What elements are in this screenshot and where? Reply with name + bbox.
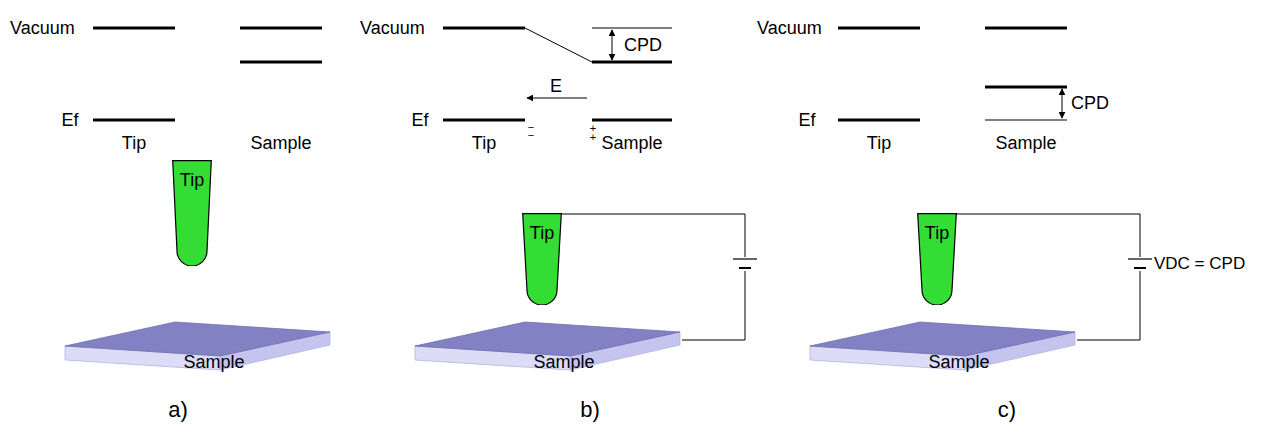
battery-symbol — [1128, 257, 1152, 271]
charge-sign: + — [590, 132, 596, 143]
level-name: Ef — [61, 110, 78, 131]
sample-slab: Sample — [809, 320, 1077, 372]
vacuum-level — [838, 27, 920, 30]
sample-slab: Sample — [414, 320, 682, 372]
vacuum-slope — [525, 28, 592, 62]
panel-part-name: Sample — [995, 133, 1056, 154]
vacuum-level — [93, 27, 175, 30]
probe-tip: Tip — [917, 213, 957, 305]
probe-tip: Tip — [172, 160, 212, 266]
tip-label: Tip — [530, 223, 554, 244]
cpd-label: CPD — [624, 35, 662, 56]
vacuum-level — [443, 27, 525, 30]
fermi-level — [443, 119, 525, 122]
vacuum-level — [240, 27, 322, 30]
fermi-level — [93, 119, 175, 122]
panel-part-name: Sample — [601, 133, 662, 154]
sample-label: Sample — [533, 352, 594, 373]
fermi-level — [240, 61, 322, 64]
level-name: Vacuum — [10, 18, 75, 39]
tip-label: Tip — [925, 223, 949, 244]
level-name: Ef — [798, 110, 815, 131]
level-name: Vacuum — [360, 18, 425, 39]
panel-part-name: Tip — [472, 133, 496, 154]
panel-part-name: Tip — [122, 133, 146, 154]
cpd-arrow — [612, 30, 613, 60]
level-name: Vacuum — [757, 18, 822, 39]
panel-letter: a) — [168, 397, 188, 422]
panel-part-name: Tip — [867, 133, 891, 154]
sample-label: Sample — [928, 352, 989, 373]
field-label: E — [550, 76, 562, 97]
panel-letter: c) — [998, 397, 1016, 422]
reference-line — [592, 28, 672, 29]
cpd-label: CPD — [1071, 93, 1109, 114]
fermi-level — [838, 119, 920, 122]
wire — [561, 214, 745, 340]
reference-line — [985, 120, 1067, 121]
fermi-level — [592, 119, 672, 122]
fermi-level — [985, 86, 1067, 89]
voltage-label: VDC = CPD — [1154, 254, 1245, 274]
panel-part-name: Sample — [250, 133, 311, 154]
charge-sign: − — [528, 130, 534, 141]
cpd-arrow — [1062, 89, 1063, 118]
sample-label: Sample — [183, 352, 244, 373]
probe-tip: Tip — [522, 213, 562, 305]
panel-letter: b) — [580, 397, 600, 422]
wire — [956, 214, 1140, 340]
battery-symbol — [733, 257, 757, 271]
field-arrow — [527, 98, 587, 99]
vacuum-level — [592, 61, 672, 64]
vacuum-level — [985, 27, 1067, 30]
tip-label: Tip — [180, 170, 204, 191]
level-name: Ef — [411, 110, 428, 131]
sample-slab: Sample — [64, 320, 332, 372]
